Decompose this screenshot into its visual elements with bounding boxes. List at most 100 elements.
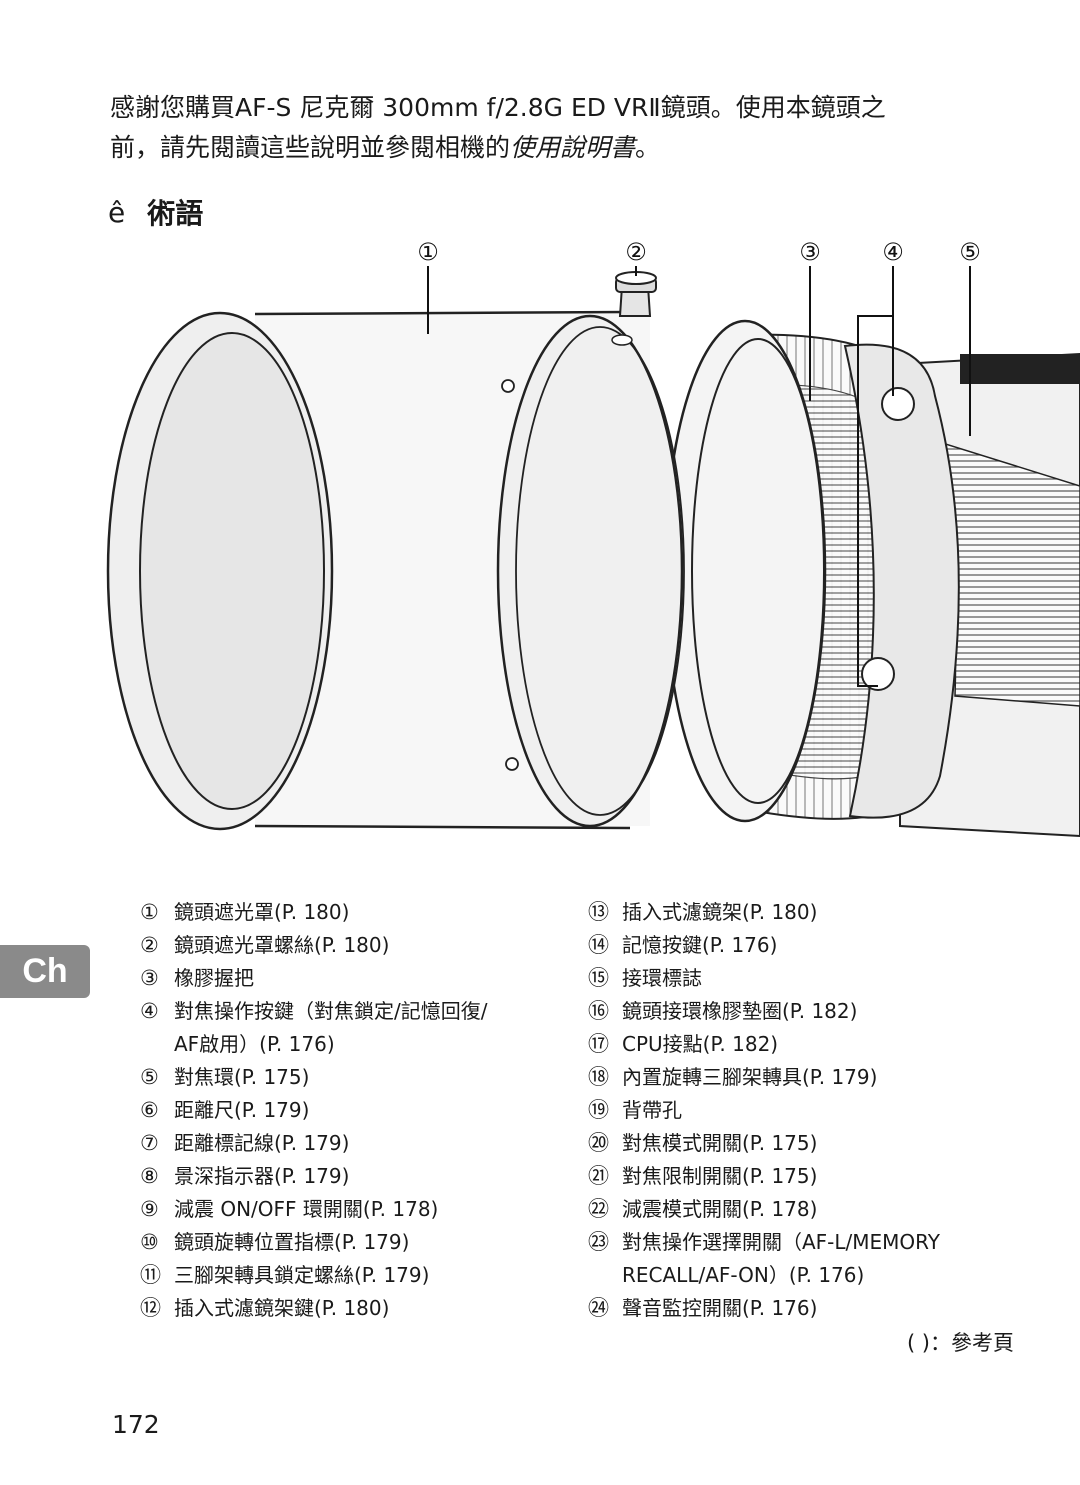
- part-label: 鏡頭遮光罩(P. 180): [174, 900, 350, 924]
- lens-diagram: ① ② ③ ④ ⑤: [106, 238, 1080, 838]
- part-list-item: ⑬ 插入式濾鏡架(P. 180): [588, 896, 1028, 929]
- part-list-item: ⑳ 對焦模式開關(P. 175): [588, 1127, 1028, 1160]
- part-label: 對焦限制開關(P. 175): [622, 1164, 818, 1188]
- part-number: ②: [140, 933, 159, 957]
- part-number: ⑥: [140, 1098, 159, 1122]
- part-number: ⑦: [140, 1131, 159, 1155]
- part-number: ⑫: [140, 1296, 161, 1320]
- part-number: ㉓: [588, 1230, 609, 1254]
- part-label: 記憶按鍵(P. 176): [622, 933, 778, 957]
- part-list-item: RECALL/AF-ON）(P. 176): [588, 1259, 1028, 1292]
- part-list-item: ⑨ 減震 ON/OFF 環開關(P. 178): [140, 1193, 580, 1226]
- part-number: ⑳: [588, 1131, 609, 1155]
- parts-list-left: ① 鏡頭遮光罩(P. 180) ② 鏡頭遮光罩螺絲(P. 180) ③ 橡膠握把 ④ 對焦操作…: [140, 896, 580, 1325]
- part-number: ⑮: [588, 966, 609, 990]
- part-number: ⑪: [140, 1263, 161, 1287]
- callout-4: ④: [882, 238, 904, 266]
- part-label: 鏡頭遮光罩螺絲(P. 180): [174, 933, 390, 957]
- part-label: 接環標誌: [622, 966, 702, 990]
- part-number: ⑰: [588, 1032, 609, 1056]
- part-list-item: ⑦ 距離標記線(P. 179): [140, 1127, 580, 1160]
- part-number: ⑨: [140, 1197, 159, 1221]
- part-label: 減震模式開關(P. 178): [622, 1197, 818, 1221]
- part-label: 距離標記線(P. 179): [174, 1131, 350, 1155]
- part-label: 三腳架轉具鎖定螺絲(P. 179): [174, 1263, 430, 1287]
- part-label: AF啟用）(P. 176): [174, 1032, 335, 1056]
- callout-5: ⑤: [959, 238, 981, 266]
- part-number: ㉑: [588, 1164, 609, 1188]
- part-list-item: ⑥ 距離尺(P. 179): [140, 1094, 580, 1127]
- rubber-grip-ring: [663, 319, 827, 823]
- part-number: ㉔: [588, 1296, 609, 1320]
- part-list-item: ⑭ 記憶按鍵(P. 176): [588, 929, 1028, 962]
- part-number: ⑯: [588, 999, 609, 1023]
- part-label: 對焦操作按鍵（對焦鎖定/記憶回復/: [174, 999, 488, 1023]
- part-list-item: ⑧ 景深指示器(P. 179): [140, 1160, 580, 1193]
- callout-3: ③: [799, 238, 821, 266]
- part-list-item: ⑩ 鏡頭旋轉位置指標(P. 179): [140, 1226, 580, 1259]
- part-list-item: ⑪ 三腳架轉具鎖定螺絲(P. 179): [140, 1259, 580, 1292]
- part-number: ④: [140, 999, 159, 1023]
- part-number: ⑲: [588, 1098, 609, 1122]
- part-label: 減震 ON/OFF 環開關(P. 178): [174, 1197, 439, 1221]
- part-label: 景深指示器(P. 179): [174, 1164, 350, 1188]
- part-label: 背帶孔: [622, 1098, 682, 1122]
- heading-mark: ê: [108, 195, 126, 229]
- part-label: 對焦環(P. 175): [174, 1065, 310, 1089]
- part-number: ⑱: [588, 1065, 609, 1089]
- intro-line-1: 感謝您購買AF-S 尼克爾 300mm f/2.8G ED VRⅡ鏡頭。使用本鏡…: [110, 93, 886, 122]
- part-label: CPU接點(P. 182): [622, 1032, 779, 1056]
- part-number: ⑩: [140, 1230, 159, 1254]
- part-number: ㉒: [588, 1197, 609, 1221]
- part-list-item: ⑤ 對焦環(P. 175): [140, 1061, 580, 1094]
- manual-title: 使用說明書: [510, 133, 636, 162]
- part-label: 內置旋轉三腳架轉具(P. 179): [622, 1065, 878, 1089]
- part-label: 插入式濾鏡架鍵(P. 180): [174, 1296, 390, 1320]
- section-heading: ê 術語: [108, 192, 203, 232]
- part-list-item: ⑱ 內置旋轉三腳架轉具(P. 179): [588, 1061, 1028, 1094]
- part-label: 對焦操作選擇開關（AF-L/MEMORY: [622, 1230, 941, 1254]
- chapter-tab: Ch: [0, 945, 90, 998]
- part-number: ⑭: [588, 933, 609, 957]
- page-number: 172: [112, 1410, 160, 1439]
- part-number: ⑧: [140, 1164, 159, 1188]
- intro-paragraph: 感謝您購買AF-S 尼克爾 300mm f/2.8G ED VRⅡ鏡頭。使用本鏡…: [110, 88, 1030, 168]
- part-list-item: ① 鏡頭遮光罩(P. 180): [140, 896, 580, 929]
- part-label: 插入式濾鏡架(P. 180): [622, 900, 818, 924]
- part-list-item: ③ 橡膠握把: [140, 962, 580, 995]
- part-list-item: ⑮ 接環標誌: [588, 962, 1028, 995]
- part-label: RECALL/AF-ON）(P. 176): [622, 1263, 865, 1287]
- part-label: 鏡頭旋轉位置指標(P. 179): [174, 1230, 410, 1254]
- part-label: 鏡頭接環橡膠墊圈(P. 182): [622, 999, 858, 1023]
- part-number: ①: [140, 900, 159, 924]
- part-label: 橡膠握把: [174, 966, 254, 990]
- part-list-item: ⑫ 插入式濾鏡架鍵(P. 180): [140, 1292, 580, 1325]
- part-list-item: ⑲ 背帶孔: [588, 1094, 1028, 1127]
- focus-button-collar: [843, 343, 960, 819]
- intro-line-2: 前，請先閱讀這些說明並參閱相機的使用說明書。: [110, 128, 1030, 168]
- part-label: 距離尺(P. 179): [174, 1098, 310, 1122]
- part-list-item: ④ 對焦操作按鍵（對焦鎖定/記憶回復/: [140, 995, 580, 1028]
- part-number: ⑤: [140, 1065, 159, 1089]
- part-list-item: ⑯ 鏡頭接環橡膠墊圈(P. 182): [588, 995, 1028, 1028]
- part-number: ③: [140, 966, 159, 990]
- part-list-item: ⑰ CPU接點(P. 182): [588, 1028, 1028, 1061]
- callout-1: ①: [417, 238, 439, 266]
- leader-lines: [427, 266, 971, 687]
- part-number: ⑬: [588, 900, 609, 924]
- lens-hood: [106, 310, 685, 831]
- part-label: 聲音監控開關(P. 176): [622, 1296, 818, 1320]
- intro-line-2-suffix: 。: [635, 133, 661, 162]
- parts-list-right: ⑬ 插入式濾鏡架(P. 180) ⑭ 記憶按鍵(P. 176) ⑮ 接環標誌 ⑯ 鏡頭接環橡膠…: [588, 896, 1028, 1325]
- reference-page-note: ( )：參考頁: [906, 1331, 1014, 1355]
- part-label: 對焦模式開關(P. 175): [622, 1131, 818, 1155]
- heading-title: 術語: [147, 197, 204, 230]
- part-list-item: AF啟用）(P. 176): [140, 1028, 580, 1061]
- callout-2: ②: [625, 238, 647, 266]
- part-list-item: ② 鏡頭遮光罩螺絲(P. 180): [140, 929, 580, 962]
- intro-line-2-prefix: 前，請先閱讀這些說明並參閱相機的: [110, 133, 511, 162]
